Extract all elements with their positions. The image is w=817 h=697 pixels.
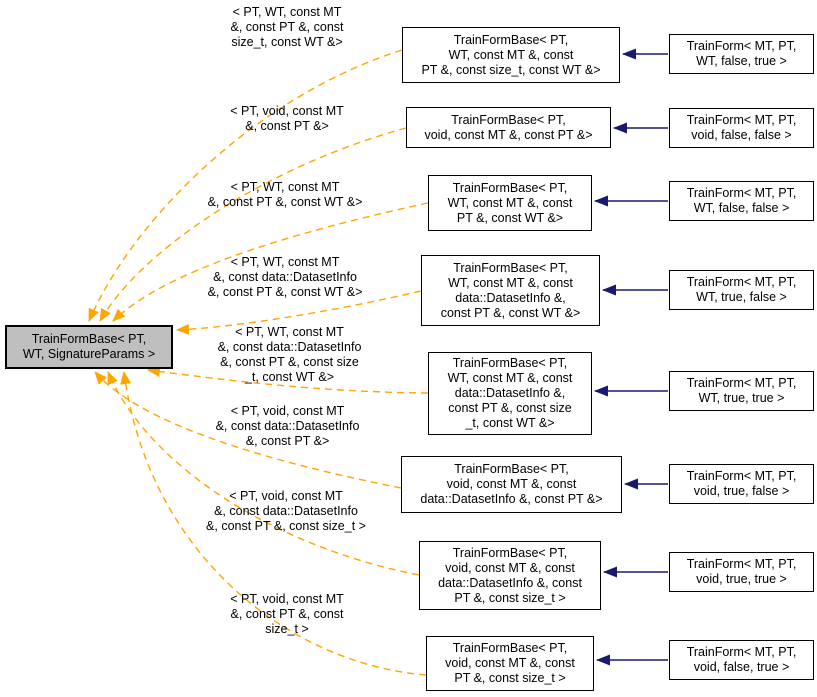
inheritance-arrows <box>594 48 668 666</box>
node-trainformbase-instance-5[interactable]: TrainFormBase< PT, WT, const MT &, const… <box>428 352 592 435</box>
template-args-label-7: < PT, void, const MT &, const data::Data… <box>206 489 366 533</box>
node-trainformbase-instance-6[interactable]: TrainFormBase< PT, void, const MT &, con… <box>401 456 622 513</box>
node-trainformbase-root[interactable]: TrainFormBase< PT, WT, SignatureParams > <box>5 325 173 369</box>
node-trainformbase-instance-8[interactable]: TrainFormBase< PT, void, const MT &, con… <box>426 636 594 691</box>
template-arrow-6 <box>94 371 402 489</box>
template-args-label-2: < PT, void, const MT &, const PT &> <box>230 104 344 133</box>
template-instantiation-arrows <box>88 49 429 676</box>
template-args-label-4: < PT, WT, const MT &, const data::Datase… <box>207 255 363 299</box>
template-arrow-4 <box>176 290 422 335</box>
template-args-label-1: < PT, WT, const MT &, const PT &, const … <box>230 5 344 49</box>
template-arrow-5 <box>147 366 429 394</box>
node-trainformbase-instance-1[interactable]: TrainFormBase< PT, WT, const MT &, const… <box>402 27 620 83</box>
template-args-label-3: < PT, WT, const MT &, const PT &, const … <box>207 180 363 209</box>
template-args-label-6: < PT, void, const MT &, const data::Data… <box>215 404 360 448</box>
template-arrow-7 <box>107 371 420 576</box>
template-args-label-5: < PT, WT, const MT &, const data::Datase… <box>217 325 362 384</box>
node-trainformbase-instance-3[interactable]: TrainFormBase< PT, WT, const MT &, const… <box>428 175 592 231</box>
template-arrow-2 <box>99 127 407 322</box>
node-trainform-7[interactable]: TrainForm< MT, PT, void, true, true > <box>669 552 814 592</box>
node-trainform-8[interactable]: TrainForm< MT, PT, void, false, true > <box>669 640 814 680</box>
node-trainform-4[interactable]: TrainForm< MT, PT, WT, true, false > <box>669 270 814 310</box>
node-trainform-5[interactable]: TrainForm< MT, PT, WT, true, true > <box>669 371 814 411</box>
template-arrow-1 <box>88 49 403 322</box>
node-trainform-6[interactable]: TrainForm< MT, PT, void, true, false > <box>669 464 814 504</box>
node-trainform-3[interactable]: TrainForm< MT, PT, WT, false, false > <box>669 181 814 221</box>
node-trainformbase-instance-7[interactable]: TrainFormBase< PT, void, const MT &, con… <box>419 541 601 610</box>
node-trainform-1[interactable]: TrainForm< MT, PT, WT, false, true > <box>669 34 814 74</box>
node-trainform-2[interactable]: TrainForm< MT, PT, void, false, false > <box>669 108 814 148</box>
node-trainformbase-instance-4[interactable]: TrainFormBase< PT, WT, const MT &, const… <box>421 255 600 326</box>
node-trainformbase-instance-2[interactable]: TrainFormBase< PT, void, const MT &, con… <box>406 107 611 148</box>
template-arrow-8 <box>120 371 427 676</box>
template-args-label-8: < PT, void, const MT &, const PT &, cons… <box>230 592 344 636</box>
